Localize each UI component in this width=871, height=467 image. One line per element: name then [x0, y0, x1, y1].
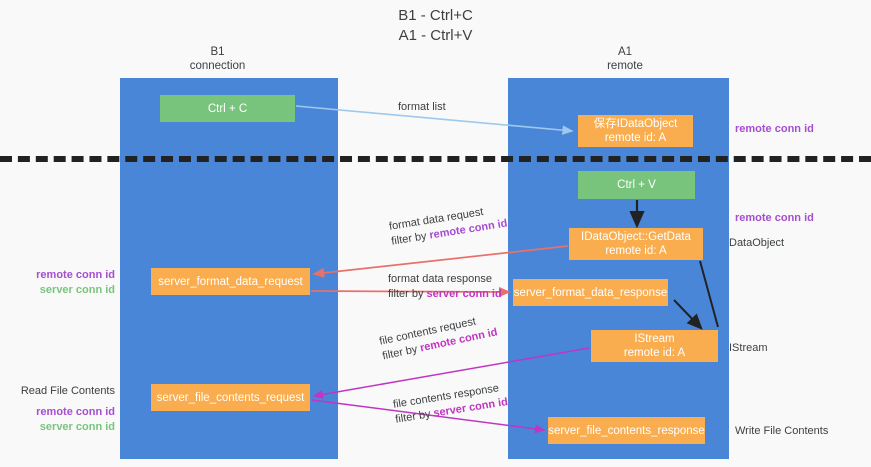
edge-label-format-data-response: format data response filter by server co… [388, 272, 502, 302]
node-istream-line1: IStream [634, 333, 675, 345]
edge-label-file-contents-response: file contents response filter by server … [392, 380, 509, 427]
annotation-remote-conn-id-top: remote conn id [735, 123, 814, 135]
node-server-file-contents-request-label: server_file_contents_request [156, 391, 305, 404]
edge-label-format-data-response-text: format data response [388, 273, 492, 285]
node-ctrl-v[interactable]: Ctrl + V [578, 171, 695, 199]
edge-label-format-data-request: format data request filter by remote con… [388, 202, 509, 250]
edge-label-file-contents-request: file contents request filter by remote c… [378, 311, 499, 365]
filter-key-server-conn-id: server conn id [426, 288, 502, 300]
node-server-format-data-response-label: server_format_data_response [513, 286, 668, 299]
edge-label-format-list: format list [398, 100, 446, 115]
column-header-b1-name: B1 [210, 46, 225, 58]
annotation-left-remote-conn-id-2: remote conn id [36, 406, 115, 418]
node-istream[interactable]: IStream remote id: A [591, 330, 718, 362]
node-idataobject[interactable]: 保存IDataObject remote id: A [578, 115, 693, 147]
phase-divider [0, 156, 871, 162]
column-header-a1: A1 remote [540, 45, 710, 73]
column-header-a1-name: A1 [617, 46, 633, 58]
annotation-left-server-conn-id-2: server conn id [39, 421, 115, 433]
node-idataobject-line2: remote id: A [604, 132, 667, 144]
annotation-left-conn-ids-2: Read File Contents remote conn id server… [20, 384, 115, 435]
annotation-remote-conn-id-mid: remote conn id [735, 212, 814, 224]
annotation-istream: IStream [729, 342, 768, 354]
title-line-1: B1 - Ctrl+C [398, 7, 473, 24]
node-idataobject-getdata[interactable]: IDataObject::GetData remote id: A [569, 228, 703, 260]
node-server-file-contents-response-label: server_file_contents_response [548, 424, 705, 437]
title-line-2: A1 - Ctrl+V [398, 27, 473, 44]
column-header-a1-role: remote [607, 60, 643, 72]
node-server-format-data-request-label: server_format_data_request [158, 275, 303, 288]
node-getdata-line1: IDataObject::GetData [581, 231, 691, 243]
filter-prefix: filter by [388, 288, 427, 300]
node-server-format-data-request[interactable]: server_format_data_request [151, 268, 310, 295]
node-istream-line2: remote id: A [623, 347, 686, 359]
edge-label-format-data-response-filter: filter by server conn id [388, 287, 502, 302]
node-ctrl-c[interactable]: Ctrl + C [160, 95, 295, 122]
annotation-left-server-conn-id-1: server conn id [39, 284, 115, 296]
column-header-b1: B1 connection [140, 45, 295, 73]
annotation-left-remote-conn-id-1: remote conn id [36, 269, 115, 281]
page-title: B1 - Ctrl+C A1 - Ctrl+V [0, 6, 871, 46]
column-header-b1-role: connection [189, 60, 246, 72]
annotation-dataobject: DataObject [729, 237, 785, 249]
node-getdata-line2: remote id: A [605, 245, 667, 257]
edge-label-format-list-text: format list [398, 101, 446, 113]
annotation-read-file-contents: Read File Contents [20, 385, 115, 397]
node-server-file-contents-request[interactable]: server_file_contents_request [151, 384, 310, 411]
node-ctrl-v-label: Ctrl + V [617, 179, 656, 191]
node-idataobject-line1: 保存IDataObject [593, 118, 678, 130]
node-server-format-data-response[interactable]: server_format_data_response [513, 279, 668, 306]
annotation-write-file-contents: Write File Contents [735, 425, 829, 437]
annotation-left-conn-ids-1: remote conn id server conn id [20, 268, 115, 298]
node-ctrl-c-label: Ctrl + C [207, 102, 248, 115]
node-server-file-contents-response[interactable]: server_file_contents_response [548, 417, 705, 444]
